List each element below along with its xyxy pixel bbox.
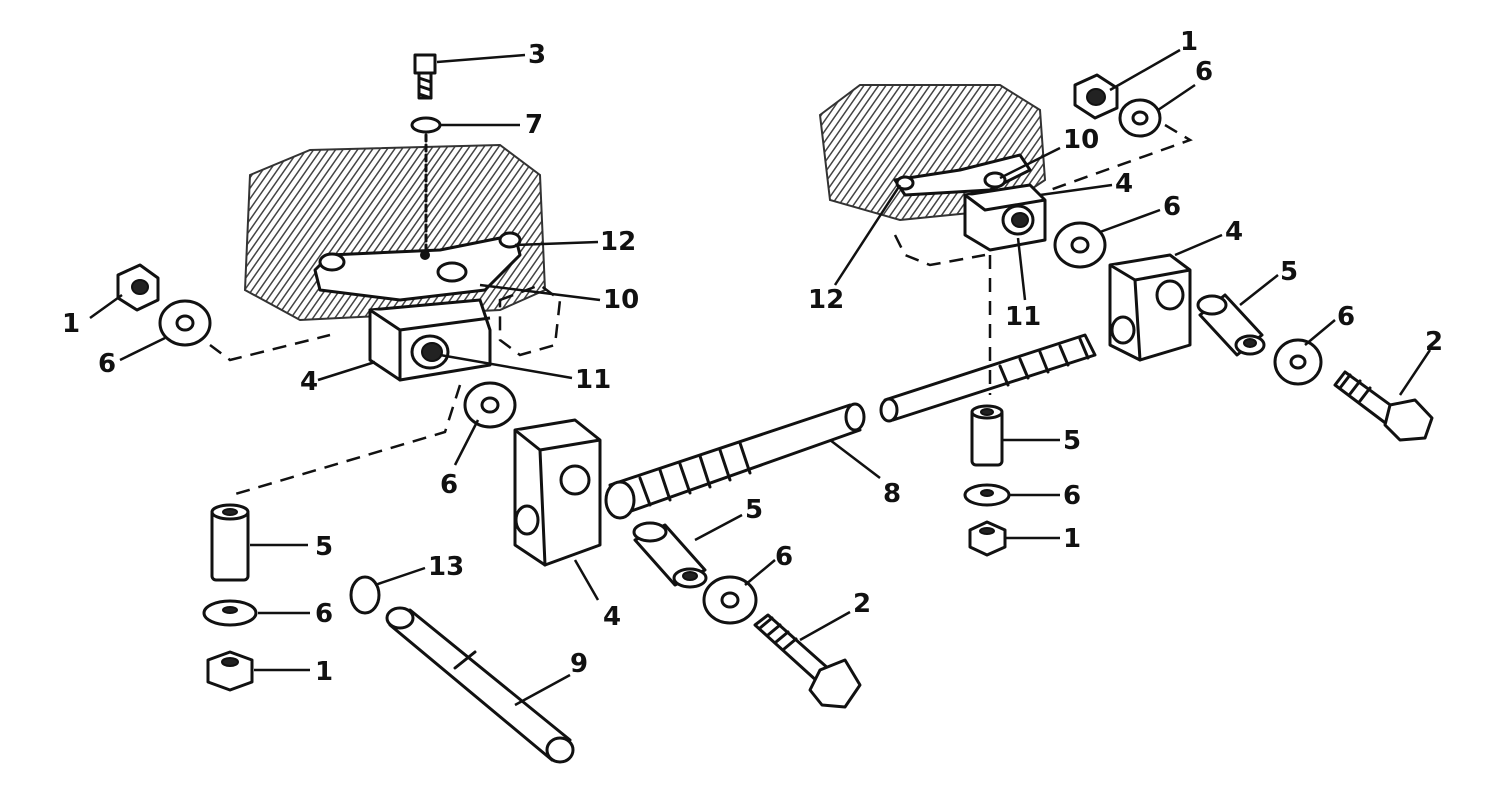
callout-6-left-side: 6 [98,349,116,379]
right-side-spacer-sleeve [1196,293,1266,357]
right-side-bolt [1333,370,1434,442]
callout-5-left: 5 [315,532,333,562]
callout-6-left-stack: 6 [315,599,333,629]
left-mount-bracket-plate [313,231,522,302]
callout-5-right-stack: 5 [1063,426,1081,456]
callout-11-right: 11 [1005,302,1041,332]
callout-9: 9 [570,649,588,679]
right-top-washer [1118,98,1162,138]
callout-1-right-top: 1 [1180,27,1198,57]
center-washer [702,575,758,625]
right-stack-washer [963,483,1011,507]
callout-12-left: 12 [600,227,636,257]
right-top-nut [1073,73,1119,120]
left-top-lockwasher [410,116,442,252]
left-upper-mount-block [368,283,562,382]
center-spacer-sleeve [632,521,708,589]
left-side-nut [116,263,160,312]
callout-6-right-top: 6 [1195,57,1213,87]
right-upper-mount-block [893,183,1047,267]
callout-2-right: 2 [1425,327,1443,357]
callout-8: 8 [883,479,901,509]
callout-labels: 3 7 12 10 11 1 6 4 6 5 6 1 13 9 4 5 6 2 … [62,27,1443,687]
callout-1-left-stack: 1 [315,657,333,687]
left-lower-alignment-dashes [231,384,462,497]
right-side-washer [1273,338,1323,386]
callout-5-right-side: 5 [1280,257,1298,287]
callout-6-right-side: 6 [1337,302,1355,332]
callout-13: 13 [428,552,464,582]
callout-6-center: 6 [775,542,793,572]
right-top-alignment-dashes [1049,123,1193,192]
callout-7: 7 [525,110,543,140]
callout-11-left: 11 [575,365,611,395]
callout-6-right-stack: 6 [1063,481,1081,511]
left-lower-washer-a [463,381,517,429]
callout-2-center: 2 [853,589,871,619]
right-stack-spacer-sleeve [970,404,1004,467]
callout-6-right-mid: 6 [1163,192,1181,222]
right-outer-mount-block [1108,253,1192,362]
callout-4-right-upper: 4 [1115,169,1133,199]
left-stack-washer [202,599,258,627]
right-mount-bracket-plate [893,153,1032,197]
callout-12-right: 12 [808,285,844,315]
pivot-pin [385,606,575,764]
center-mount-block [513,418,602,567]
center-tube-shaft [604,333,1097,520]
callout-4-left: 4 [300,367,318,397]
callout-10-left: 10 [603,285,639,315]
left-top-bolt [413,53,437,100]
callout-1-right-stack: 1 [1063,524,1081,554]
callout-6-left-lower: 6 [440,470,458,500]
callout-10-right: 10 [1063,125,1099,155]
callout-4-right-outer: 4 [1225,217,1243,247]
callout-1-left-side: 1 [62,309,80,339]
callout-5-center: 5 [745,495,763,525]
left-side-alignment-dashes [209,333,331,362]
left-spacer-sleeve [210,503,250,582]
snap-ring [349,575,381,615]
right-mid-washer [1053,221,1107,269]
leader-lines [89,48,1432,707]
right-stack-nut [968,520,1007,557]
center-bolt [753,613,862,709]
callout-3: 3 [528,40,546,70]
left-side-washer [158,299,212,347]
callout-4-center: 4 [603,602,621,632]
left-stack-nut [206,650,254,692]
